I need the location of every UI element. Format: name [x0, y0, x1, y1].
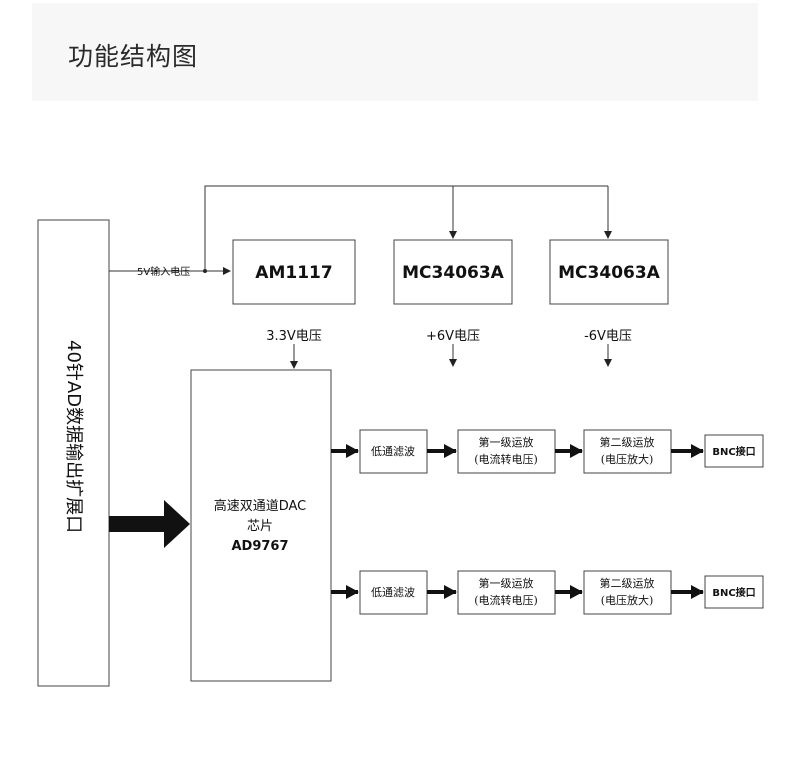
channel-2: 低通滤波 第一级运放 (电流转电压) 第二级运放 (电压放大) BNC接口	[331, 570, 764, 615]
amp-stage1-1-line2: (电流转电压)	[474, 452, 538, 466]
channel-1: 低通滤波 第一级运放 (电流转电压) 第二级运放 (电压放大) BNC接口	[331, 429, 764, 474]
regulator-minus6v-output: -6V电压	[584, 329, 632, 344]
title-banner: 功能结构图	[32, 3, 758, 101]
amp-stage1-1	[457, 429, 556, 474]
regulator-minus6v: MC34063A -6V电压	[549, 239, 669, 367]
dac-label-line2: 芯片	[247, 519, 273, 534]
bnc-connector-1-label: BNC接口	[712, 445, 755, 458]
page-title: 功能结构图	[68, 42, 199, 71]
input-voltage-label: 5V输入电压	[137, 265, 190, 278]
amp-stage1-2-line1: 第一级运放	[479, 576, 534, 590]
amp-stage1-1-line1: 第一级运放	[479, 435, 534, 449]
amp-stage2-2-line2: (电压放大)	[601, 593, 654, 607]
dac-chip: 高速双通道DAC 芯片 AD9767	[190, 369, 332, 682]
regulator-am1117-label: AM1117	[255, 263, 332, 283]
lowpass-filter-1-label: 低通滤波	[371, 445, 415, 458]
amp-stage1-2-line2: (电流转电压)	[474, 593, 538, 607]
power-input: 5V输入电压	[109, 185, 612, 278]
regulator-am1117-output: 3.3V电压	[266, 329, 322, 344]
bnc-connector-1	[704, 434, 764, 468]
regulator-plus6v-label: MC34063A	[402, 263, 505, 283]
amp-stage2-1-line1: 第二级运放	[600, 435, 655, 449]
amp-stage2-2	[583, 570, 672, 615]
regulator-plus6v-output: +6V电压	[426, 329, 480, 344]
regulator-minus6v-label: MC34063A	[558, 263, 661, 283]
connector-block: 40针AD数据输出扩展口	[37, 219, 110, 687]
amp-stage1-2	[457, 570, 556, 615]
data-bus-arrow	[109, 500, 190, 548]
amp-stage2-1	[583, 429, 672, 474]
bnc-connector-2-label: BNC接口	[712, 586, 755, 599]
connector-label: 40针AD数据输出扩展口	[63, 340, 84, 533]
regulator-am1117: AM1117 3.3V电压	[232, 239, 356, 369]
dac-label-line3: AD9767	[231, 539, 288, 554]
lowpass-filter-2	[359, 570, 428, 615]
regulator-plus6v: MC34063A +6V电压	[393, 239, 513, 367]
lowpass-filter-2-label: 低通滤波	[371, 586, 415, 599]
amp-stage2-2-line1: 第二级运放	[600, 576, 655, 590]
bnc-connector-2	[704, 575, 764, 609]
amp-stage2-1-line2: (电压放大)	[601, 452, 654, 466]
dac-label-line1: 高速双通道DAC	[214, 498, 307, 514]
